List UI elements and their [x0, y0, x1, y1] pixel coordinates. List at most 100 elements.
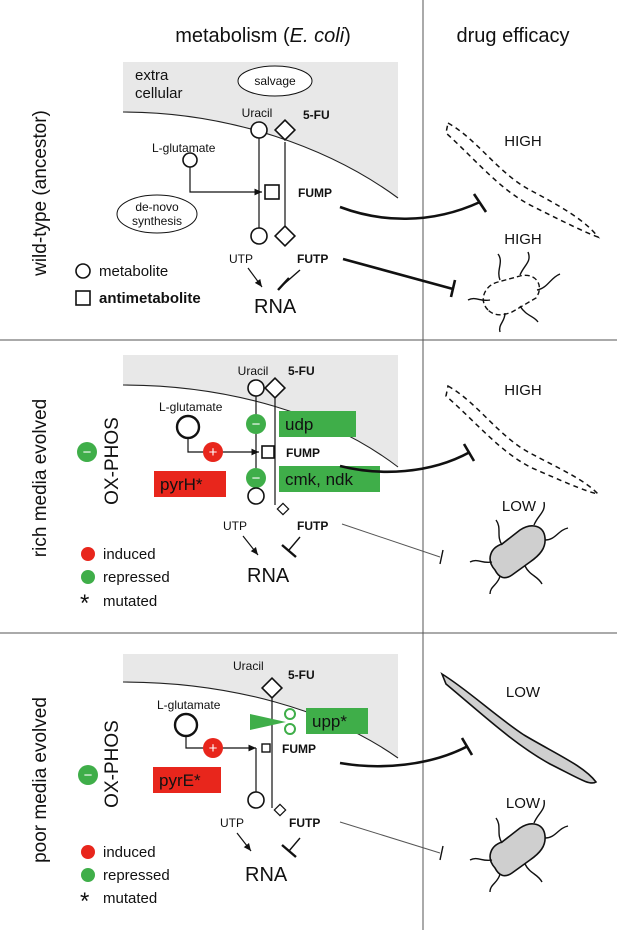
- minus-sign: −: [252, 470, 261, 487]
- utp-metabolite: [250, 227, 268, 245]
- repressed-marker-cmk: [246, 468, 266, 488]
- plus-sign: +: [209, 444, 218, 461]
- gene-pyre-box: [153, 767, 221, 793]
- repressed-marker-udp: [246, 414, 266, 434]
- fump-label: FUMP: [282, 742, 316, 756]
- scissors-icon: [250, 708, 296, 735]
- row-poor-efficacy: LOW LOW: [440, 672, 598, 893]
- legend-induced-label: induced: [103, 546, 156, 563]
- futp-label: FUTP: [297, 252, 328, 266]
- utp-label: UTP: [220, 816, 244, 830]
- uracil-metabolite: [247, 379, 265, 397]
- minus-sign: −: [84, 767, 93, 784]
- legend-antimetabolite-label: antimetabolite: [99, 290, 201, 307]
- induced-marker: [203, 442, 223, 462]
- 5fu-antimetabolite: [260, 676, 284, 700]
- futp-antimetabolite: [273, 803, 287, 817]
- cell-membrane: [122, 111, 399, 199]
- gene-pyre-label: pyrE*: [159, 771, 201, 790]
- utp-metabolite: [247, 791, 265, 809]
- extracellular-label-1: extra: [135, 67, 169, 84]
- live-bacterium-icon: [469, 501, 569, 595]
- oxphos-label: OX-PHOS: [102, 417, 123, 505]
- fump-label: FUMP: [298, 186, 332, 200]
- cell-membrane: [122, 681, 399, 759]
- denovo-label-2: synthesis: [132, 214, 182, 228]
- gene-pyrh-label: pyrH*: [160, 475, 203, 494]
- gene-upp-label: upp*: [312, 712, 347, 731]
- 5fu-antimetabolite: [273, 118, 297, 142]
- gene-cmk-ndk-label: cmk, ndk: [285, 470, 354, 489]
- utp-label: UTP: [223, 519, 247, 533]
- futp-label: FUTP: [289, 816, 320, 830]
- drug-efficacy-header: drug efficacy: [456, 25, 569, 47]
- dead-cell-outline: [445, 384, 601, 496]
- denovo-label-1: de-novo: [135, 200, 179, 214]
- legend-induced-label: induced: [103, 844, 156, 861]
- row-poor-metabolism: Uracil 5-FU L-glutamate upp* + FUMP pyrE…: [78, 654, 474, 915]
- futp-antimetabolite: [276, 502, 290, 516]
- legend-antimetabolite-icon: [75, 290, 91, 306]
- legend-repressed-label: repressed: [103, 569, 170, 586]
- row-label-poor: poor media evolved: [30, 697, 51, 863]
- dead-bacterium-icon: [467, 251, 561, 333]
- efficacy-low: LOW: [502, 498, 537, 515]
- legend-mutated-label: mutated: [103, 593, 157, 610]
- legend-repressed-icon: [81, 570, 95, 584]
- legend-mutated-icon: *: [80, 888, 89, 915]
- extracellular-region: [123, 355, 398, 467]
- gene-udp-label: udp: [285, 415, 313, 434]
- row-wildtype-efficacy: HIGH HIGH: [445, 121, 601, 333]
- efficacy-high-1: HIGH: [504, 133, 542, 150]
- fump-antimetabolite: [261, 445, 275, 459]
- row-wildtype-metabolism: extra cellular salvage de-novo synthesis…: [75, 62, 488, 318]
- gene-upp-box: [306, 708, 368, 734]
- fump-antimetabolite: [261, 743, 271, 753]
- salvage-ellipse: [237, 65, 313, 97]
- metabolism-header: metabolism (E. coli): [175, 25, 351, 47]
- row-label-wildtype: wild-type (ancestor): [30, 110, 51, 277]
- legend-repressed-label: repressed: [103, 867, 170, 884]
- legend-metabolite-icon: [75, 263, 91, 279]
- extracellular-region: [123, 654, 398, 758]
- gene-pyrh-box: [154, 471, 226, 497]
- l-glutamate-metabolite: [173, 712, 199, 738]
- oxphos-repressed-marker: [78, 765, 98, 785]
- uracil-metabolite: [250, 121, 268, 139]
- l-glutamate-label: L-glutamate: [159, 400, 223, 414]
- rna-label: RNA: [245, 864, 288, 886]
- legend-mutated-icon: *: [80, 590, 89, 617]
- fump-antimetabolite: [264, 184, 280, 200]
- legend-induced-icon: [81, 547, 95, 561]
- efficacy-high-2: HIGH: [504, 231, 542, 248]
- efficacy-high: HIGH: [504, 382, 542, 399]
- salvage-label: salvage: [254, 74, 296, 88]
- futp-label: FUTP: [297, 519, 328, 533]
- efficacy-low-1: LOW: [506, 684, 541, 701]
- extracellular-label-2: cellular: [135, 85, 183, 102]
- row-rich-efficacy: HIGH LOW: [445, 382, 601, 595]
- efficacy-low-2: LOW: [506, 795, 541, 812]
- 5fu-label: 5-FU: [288, 668, 315, 682]
- futp-antimetabolite: [273, 224, 297, 248]
- uracil-label: Uracil: [238, 364, 269, 378]
- minus-sign: −: [252, 416, 261, 433]
- fump-label: FUMP: [286, 446, 320, 460]
- plus-sign: +: [209, 740, 218, 757]
- legend-induced-icon: [81, 845, 95, 859]
- utp-label: UTP: [229, 252, 253, 266]
- l-glutamate-metabolite: [182, 152, 198, 168]
- legend-metabolite-label: metabolite: [99, 263, 168, 280]
- legend-repressed-icon: [81, 868, 95, 882]
- oxphos-label: OX-PHOS: [102, 720, 123, 808]
- 5fu-antimetabolite: [263, 376, 287, 400]
- dead-cell-outline: [445, 121, 601, 239]
- oxphos-repressed-marker: [77, 442, 97, 462]
- l-glutamate-label: L-glutamate: [152, 141, 216, 155]
- live-cell-elongated: [440, 672, 598, 784]
- l-glutamate-label: L-glutamate: [157, 698, 221, 712]
- uracil-label: Uracil: [242, 106, 273, 120]
- gene-udp-box: [279, 411, 356, 437]
